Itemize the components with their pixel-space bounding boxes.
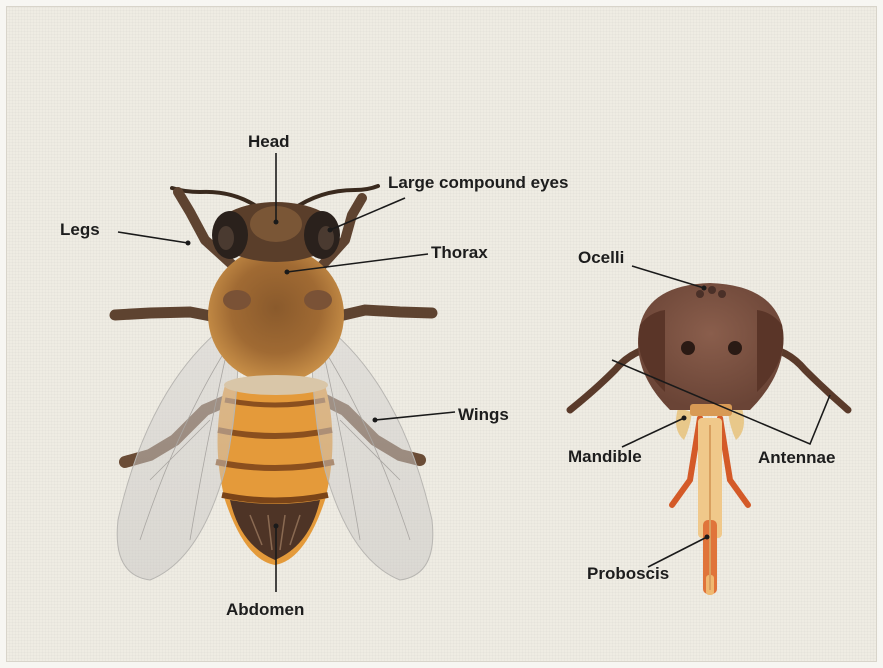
label-legs: Legs [60,220,100,240]
label-head: Head [248,132,290,152]
label-abdomen: Abdomen [226,600,304,620]
label-thorax: Thorax [431,243,488,263]
label-wings: Wings [458,405,509,425]
whole-bee [115,186,433,580]
label-antennae: Antennae [758,448,835,468]
label-ocelli: Ocelli [578,248,624,268]
label-proboscis: Proboscis [587,564,669,584]
label-mandible: Mandible [568,447,642,467]
label-compound-eyes: Large compound eyes [388,173,568,193]
head-closeup [570,283,848,595]
